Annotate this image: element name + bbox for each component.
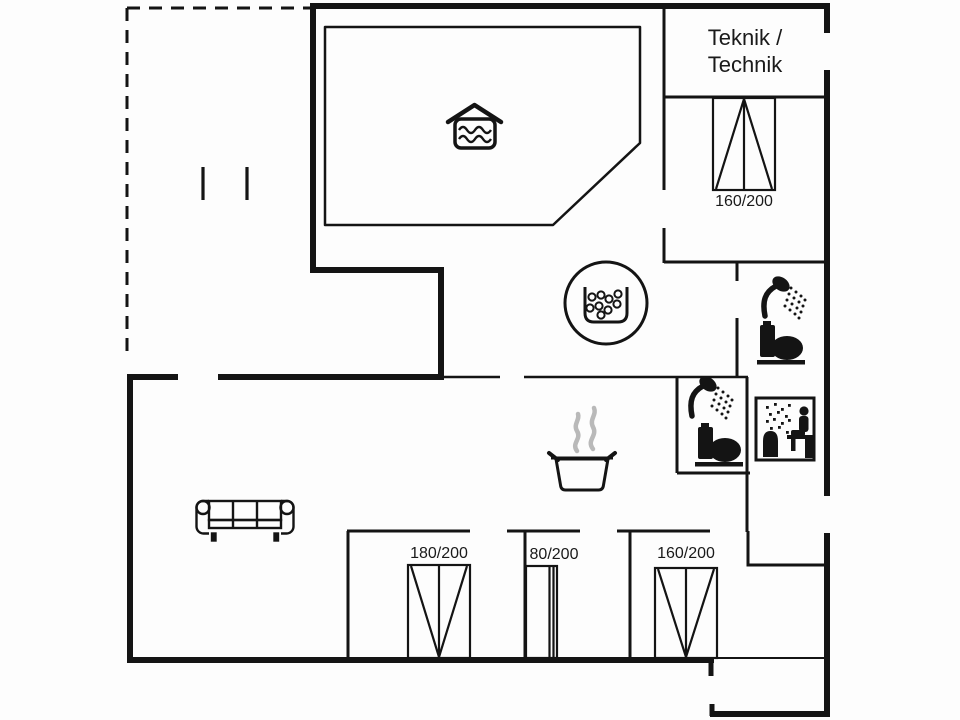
bed-lines (409, 565, 469, 658)
pot-steam (572, 405, 597, 454)
whirlpool-circle (563, 260, 649, 346)
wall-niche (746, 531, 827, 567)
indoor-pool-icon (445, 102, 504, 150)
bed-outline (524, 564, 559, 660)
pool-icon-roof (445, 102, 504, 125)
steaming-pot-icon (547, 405, 617, 492)
toilet-icon (694, 422, 744, 467)
pool-icon-basin (453, 117, 497, 150)
bed-bottom-middle (524, 564, 559, 660)
shower-icon (764, 273, 807, 319)
sofa-arm-right (281, 499, 295, 535)
sofa-arm-left (195, 499, 209, 535)
sofa-leg-right (273, 532, 280, 542)
pot-handles (547, 451, 617, 462)
bed-bottom-left (406, 563, 472, 660)
technik-room-label-line2: Technik (708, 52, 784, 77)
bed-lines (714, 98, 774, 190)
whirlpool-bubbles (585, 289, 623, 320)
sofa-arm-right-roll (279, 499, 295, 516)
terrace-outline (125, 6, 313, 360)
pool (323, 25, 642, 227)
bathroom-top (756, 273, 807, 365)
sauna-frame (754, 396, 816, 462)
sofa-icon (195, 499, 295, 542)
sofa-dividers (231, 501, 259, 528)
bed-lines (548, 566, 555, 658)
exterior-walls (127, 3, 830, 717)
bed-label-bottom-right: 160/200 (657, 545, 715, 562)
bed-label-bottom-middle: 80/200 (530, 546, 579, 563)
sofa-seat (207, 518, 283, 530)
sofa-back (207, 499, 283, 522)
shower-icon (691, 373, 734, 419)
sofa-arm-left-roll (195, 499, 211, 516)
bed-label-bottom-left: 180/200 (410, 545, 468, 562)
bed-lines (656, 568, 716, 658)
technik-room-label-line1: Teknik / (708, 25, 783, 50)
shower-room-middle (691, 373, 744, 467)
terrace-gate-ticks (201, 167, 249, 200)
whirlpool-icon (563, 260, 649, 346)
sauna-icon (754, 396, 816, 462)
pool-outline (323, 25, 642, 227)
bed-bottom-right (653, 566, 719, 660)
sauna-oven (763, 431, 778, 457)
sofa-leg-left (210, 532, 217, 542)
whirlpool-tub (583, 287, 629, 324)
toilet-icon (756, 320, 806, 365)
pot-body (554, 457, 610, 492)
sauna-steam-dots (766, 403, 791, 434)
wall-stubs (708, 658, 715, 716)
bed-label-top-right: 160/200 (715, 193, 773, 210)
pool-icon-waves (458, 125, 492, 144)
sauna-person (787, 406, 814, 458)
bed-top-right (711, 96, 777, 192)
